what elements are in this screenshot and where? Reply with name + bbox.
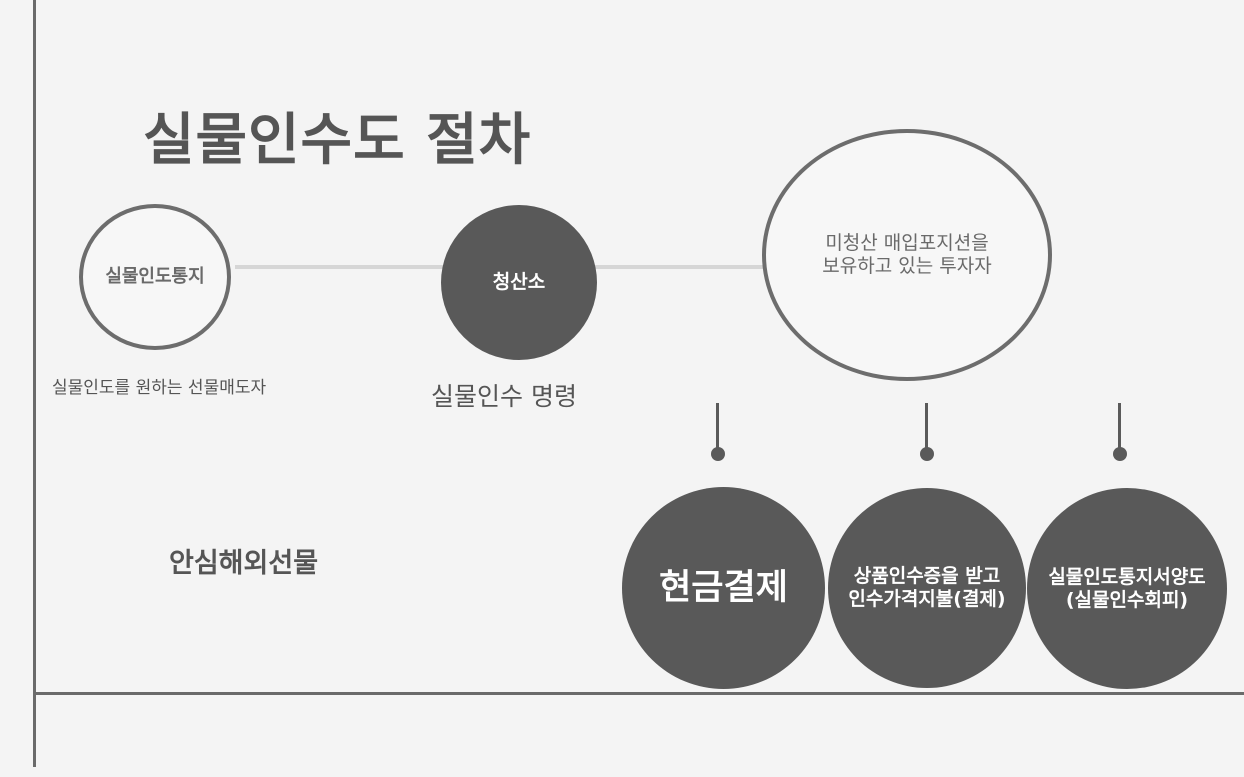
node-notice-circle: 실물인도통지: [79, 204, 231, 350]
node-clearing-caption: 실물인수 명령: [431, 382, 577, 411]
option-stem-2: [925, 403, 928, 453]
option-dot-2: [920, 447, 934, 461]
page-title: 실물인수도 절차: [143, 108, 532, 173]
option-notice-transfer-label: 실물인도통지서양도 (실물인수회피): [1048, 566, 1205, 612]
option-receipt-payment-line2: 인수가격지불(결제): [848, 588, 1006, 610]
option-cash-settlement-circle: 현금결제: [622, 487, 825, 689]
node-notice-caption: 실물인도를 원하는 선물매도자: [52, 378, 267, 398]
option-notice-transfer-line2: (실물인수회피): [1065, 588, 1189, 611]
option-receipt-payment-circle: 상품인수증을 받고 인수가격지불(결제): [828, 488, 1026, 688]
option-stem-3: [1118, 403, 1121, 453]
node-notice-label: 실물인도통지: [105, 266, 205, 288]
node-holder-label: 미청산 매입포지션을 보유하고 있는 투자자: [822, 232, 991, 278]
node-holder-label-line2: 보유하고 있는 투자자: [822, 255, 992, 277]
bottom-border-line: [35, 692, 1244, 695]
node-clearing-label: 청산소: [492, 271, 546, 294]
option-notice-transfer-circle: 실물인도통지서양도 (실물인수회피): [1027, 488, 1227, 689]
node-holder-circle: 미청산 매입포지션을 보유하고 있는 투자자: [762, 129, 1052, 381]
option-stem-1: [716, 403, 719, 453]
option-notice-transfer-line1: 실물인도통지서양도: [1048, 565, 1206, 588]
option-receipt-payment-label: 상품인수증을 받고 인수가격지불(결제): [848, 565, 1005, 611]
option-dot-1: [711, 447, 725, 461]
brand-name: 안심해외선물: [169, 548, 319, 579]
option-dot-3: [1113, 447, 1127, 461]
node-holder-label-line1: 미청산 매입포지션을: [825, 232, 989, 255]
left-border-line: [33, 0, 36, 767]
node-clearing-circle: 청산소: [441, 205, 597, 360]
connector-notice-clearing: [235, 265, 445, 269]
connector-clearing-holder: [594, 265, 766, 269]
option-receipt-payment-line1: 상품인수증을 받고: [853, 565, 1001, 588]
option-cash-settlement-label: 현금결제: [659, 568, 788, 608]
